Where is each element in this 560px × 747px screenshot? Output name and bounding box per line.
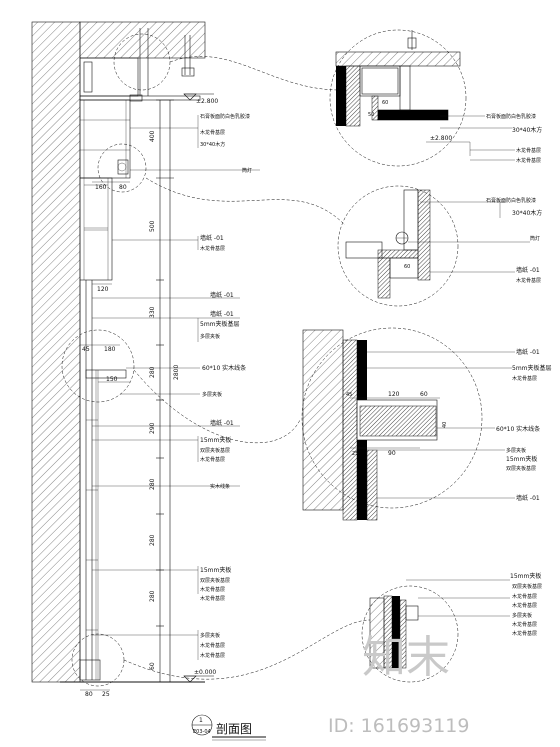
detail3-label-4: 多层夹板 [506,447,526,454]
main-label-14: 双层夹板基层 [200,447,230,454]
main-label-12: 墙纸 -01 [210,419,234,427]
concrete-wall [31,21,81,683]
main-label-6: 墙纸 -01 [210,291,234,299]
detail1-dim-60: 60 [382,100,388,106]
main-label-21: 多层夹板 [200,632,220,639]
title-sheet: E03-04 [193,729,211,735]
detail4-label-2: 木龙骨基层 [512,593,537,600]
main-label-3: 筒灯 [242,167,252,174]
main-label-17: 15mm夹板 [200,566,231,574]
dim-500: 500 [149,220,156,232]
dim-80: 80 [119,184,127,191]
detail1-label-0: 石膏板面防白色乳胶漆 [486,113,536,120]
detail4-label-6: 木龙骨基层 [512,630,537,637]
detail3-label-2: 木龙骨基层 [512,375,537,382]
detail3-label-1: 5mm夹板基层 [512,364,552,372]
detail3-dim-60: 60 [420,391,428,398]
main-label-2: 30*40木方 [200,141,225,148]
main-label-9: 多层夹板 [200,333,220,340]
dim-290: 290 [149,422,156,434]
main-label-7: 墙纸 -01 [210,310,234,318]
ceiling-slab [79,21,206,59]
main-label-15: 木龙骨基层 [200,456,225,463]
level-mark-bottom: ±0.000 [183,669,216,683]
detail2-label-4: 木龙骨基层 [516,277,541,284]
detail4-label-0: 15mm夹板 [510,572,541,580]
title-number: 1 [199,717,203,724]
main-label-0: 石膏板面防白色乳胶漆 [200,113,250,120]
main-label-23: 木龙骨基层 [200,652,225,659]
detail3-label-3: 60*10 实木线条 [496,425,540,433]
detail3-label-5: 15mm夹板 [506,455,537,463]
main-label-1: 木龙骨基层 [200,129,225,136]
detail2-label-0: 石膏板面防白色乳胶漆 [486,197,536,204]
title-block: 1 E03-04 剖面图 [191,714,266,741]
watermark-logo: 知末 [362,632,450,683]
dim-60: 60 [149,662,156,670]
detail4-label-1: 双层夹板基层 [512,583,542,590]
detail3-dim-40: 40 [442,422,448,428]
main-label-8: 5mm夹板基层 [200,320,240,328]
detail3-dim-25: 25 [352,451,358,457]
main-label-20: 木龙骨基层 [200,595,225,602]
detail1-dim-50: 50 [368,112,374,118]
detail4-label-5: 木龙骨基层 [512,621,537,628]
dim-280d: 280 [149,590,156,602]
detail-1: 50 60 石膏板面防白色乳胶漆 30*40木方 ±2.800 木龙骨基层 木龙… [329,29,542,167]
dim-280b: 280 [149,478,156,490]
main-label-16: 实木线条 [210,483,230,490]
svg-text:±0.000: ±0.000 [194,669,216,676]
detail4-label-3: 木龙骨基层 [512,602,537,609]
detail1-label-1: 30*40木方 [512,126,542,134]
dim-80-bottom: 80 [85,691,93,698]
detail2-dim-60: 60 [404,264,410,270]
main-label-19: 木龙骨基层 [200,586,225,593]
detail-4: 15mm夹板 双层夹板基层 木龙骨基层 木龙骨基层 多层夹板 木龙骨基层 木龙骨… [361,572,542,683]
dim-280c: 280 [149,534,156,546]
main-label-4: 墙纸 -01 [200,234,224,242]
main-label-5: 木龙骨基层 [200,245,225,252]
svg-text:±2.800: ±2.800 [196,98,218,105]
main-section: 400 500 330 280 290 280 280 280 60 2800 … [31,21,260,698]
detail3-dim-120: 120 [388,391,400,398]
watermark-id: ID: 161693119 [328,715,469,737]
detail1-label-2: 木龙骨基层 [516,147,541,154]
detail-3: 45 120 60 40 25 90 墙纸 -01 5mm夹板基层 木龙骨基层 … [301,327,552,521]
dim-120: 120 [97,286,109,293]
title-text: 剖面图 [216,722,252,736]
detail3-label-6: 双层夹板基层 [506,465,536,472]
detail2-label-1: 30*40木方 [512,209,542,217]
main-label-10: 60*10 实木线条 [202,364,246,372]
callout-connectors [123,56,371,680]
main-label-22: 木龙骨基层 [200,642,225,649]
dim-45: 45 [82,346,90,353]
level-mark-top: ±2.800 [183,93,218,105]
dim-150: 150 [106,376,118,383]
dim-400: 400 [149,130,156,142]
dim-180: 180 [104,346,116,353]
detail-2: 60 石膏板面防白色乳胶漆 30*40木方 筒灯 墙纸 -01 木龙骨基层 [337,185,542,307]
detail3-label-0: 墙纸 -01 [516,348,540,356]
detail1-level: ±2.800 [430,135,452,142]
dim-25-bottom: 25 [102,691,110,698]
dim-280a: 280 [149,366,156,378]
detail2-label-3: 墙纸 -01 [516,266,540,274]
dim-total: 2800 [173,365,180,380]
dim-160: 160 [95,184,107,191]
watermark: 知末 ID: 161693119 [328,632,469,737]
detail1-label-3: 木龙骨基层 [516,157,541,164]
dim-330: 330 [149,306,156,318]
main-label-18: 双层夹板基层 [200,577,230,584]
main-label-11: 多层夹板 [202,391,222,398]
detail2-label-2: 筒灯 [530,235,540,242]
detail4-label-4: 多层夹板 [512,612,532,619]
main-label-13: 15mm夹板 [200,436,231,444]
dim-ticks [156,99,174,683]
detail3-dim-45: 45 [346,392,352,398]
detail3-dim-90: 90 [388,450,396,457]
detail3-label-7: 墙纸 -01 [516,494,540,502]
main-leader-lines [92,115,260,660]
